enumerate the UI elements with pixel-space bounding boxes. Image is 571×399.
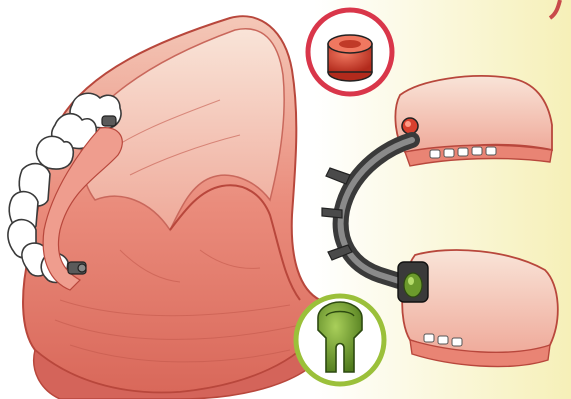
red-cap-attachment [308, 10, 392, 94]
green-clip-attachment [296, 296, 384, 384]
metal-attachment [102, 116, 116, 126]
